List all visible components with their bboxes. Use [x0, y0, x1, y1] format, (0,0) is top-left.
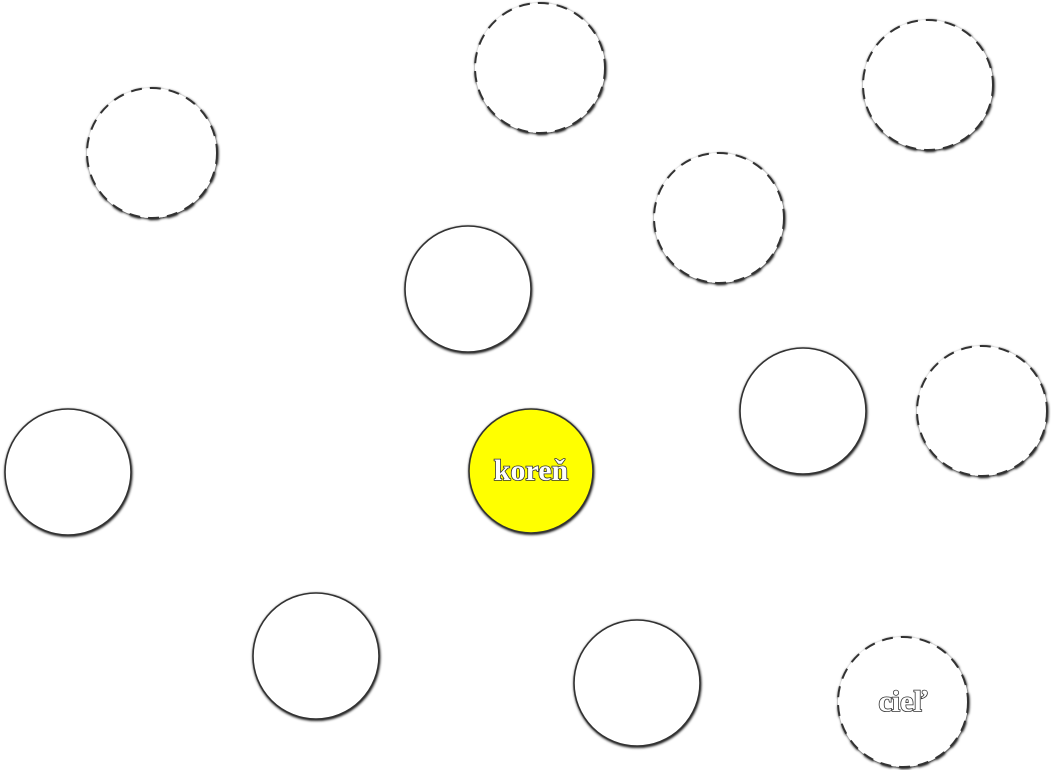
node-dashed-4 — [653, 152, 785, 284]
node-solid-4 — [252, 592, 380, 720]
node-solid-1 — [404, 225, 532, 353]
solid-circle — [252, 592, 380, 720]
node-solid-2 — [739, 347, 867, 475]
node-dashed-5 — [916, 345, 1048, 477]
node-goal: cieľ — [837, 636, 969, 768]
node-dashed-1 — [474, 2, 606, 134]
nodes-layer: koreň cieľ — [4, 2, 1048, 768]
node-solid-5 — [573, 619, 701, 747]
node-root: koreň — [468, 408, 594, 534]
dashed-circle — [474, 2, 606, 134]
dashed-circle — [916, 345, 1048, 477]
dashed-circle — [86, 87, 218, 219]
dashed-circle — [653, 152, 785, 284]
node-solid-3 — [4, 408, 132, 536]
solid-circle — [4, 408, 132, 536]
dashed-circle — [837, 636, 969, 768]
solid-circle — [404, 225, 532, 353]
node-dashed-2 — [862, 19, 994, 151]
dashed-circle — [862, 19, 994, 151]
node-dashed-3 — [86, 87, 218, 219]
node-label: koreň — [494, 454, 569, 487]
solid-circle — [739, 347, 867, 475]
node-label: cieľ — [878, 685, 927, 718]
solid-circle — [468, 408, 594, 534]
solid-circle — [573, 619, 701, 747]
